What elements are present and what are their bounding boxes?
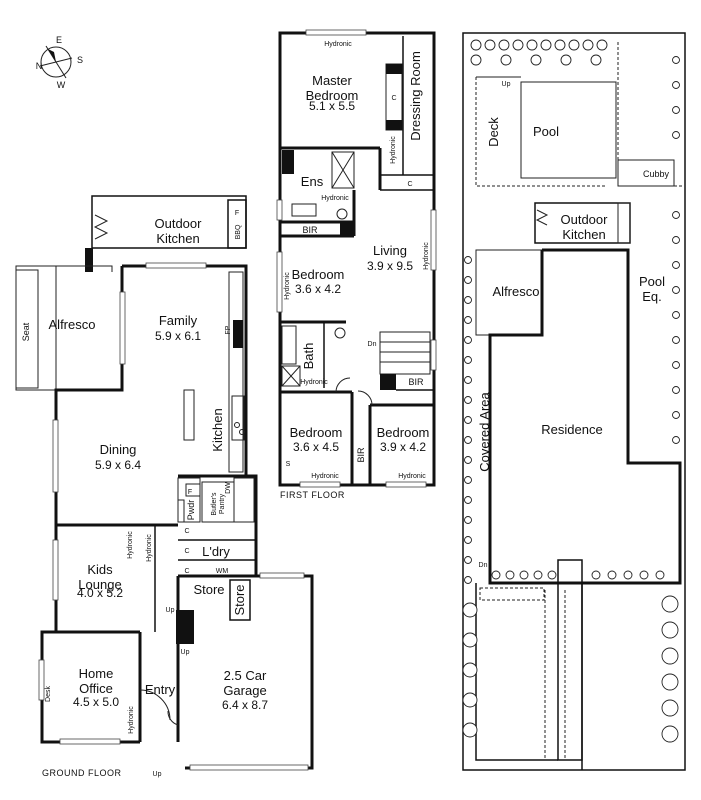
hydronic-bed-b: Hydronic [311,473,339,480]
cupboard-c-label: C [184,568,189,575]
store-a-label: Store [193,582,224,597]
hydronic-kids-b: Hydronic [146,534,153,562]
large-trees-front-left [462,602,478,738]
ff-cupboard-a: C [391,95,396,102]
deck-label: Deck [486,117,501,147]
first-floor-label: FIRST FLOOR [280,490,345,500]
desk-label: Desk [45,686,52,702]
ff-cupboard-b: C [407,181,412,188]
bbq-label: BBQ [235,224,242,239]
bedroom-a-name: Bedroom [292,267,345,282]
hydronic-bath: Hydronic [300,379,328,386]
store-b-label: Store [232,584,247,615]
seat-label: Seat [21,322,31,341]
laundry-label: L'dry [202,544,230,559]
family-room-dim: 5.9 x 6.1 [155,329,201,343]
bath-label: Bath [301,343,316,370]
tree-hedge-right [672,56,680,444]
bedroom-b-name: Bedroom [290,425,343,440]
pantry-fridge-label: F [188,489,192,496]
tree-hedge-top [470,39,608,66]
compass-n-label: N [36,61,43,71]
home-office-dim: 4.5 x 5.0 [73,695,119,709]
covered-area-label: Covered Area [477,391,492,471]
kids-lounge-dim: 4.0 x 5.2 [77,586,123,600]
tree-hedge-left [464,256,472,584]
family-room-name: Family [159,313,198,328]
kitchen-label: Kitchen [210,408,225,451]
hydronic-dressing: Hydronic [390,136,397,164]
bedroom-b-dim: 3.6 x 4.5 [293,440,339,454]
outdoor-fridge-label: F [235,210,239,217]
site-alfresco-label: Alfresco [493,284,540,299]
up-a-label: Up [166,607,175,614]
compass-w-label: W [57,80,66,90]
hydronic-kids-a: Hydronic [127,531,134,559]
hydronic-top: Hydronic [324,41,352,48]
living-name: Living [373,243,407,258]
alfresco-label: Alfresco [49,317,96,332]
dining-room-dim: 5.9 x 6.4 [95,458,141,472]
bedroom-a-dim: 3.6 x 4.2 [295,282,341,296]
compass-e-label: E [56,35,62,45]
hydronic-bed-c: Hydronic [398,473,426,480]
dw-label: DW [225,482,232,494]
bir-c-label: BIR [356,447,366,463]
hydronic-living: Hydronic [423,242,430,270]
bir-b-label: BIR [408,377,424,387]
pwdr-label: Pwdr [186,500,196,521]
dressing-room-label: Dressing Room [408,51,423,141]
ground-floor-label: GROUND FLOOR [42,768,122,778]
compass-s-label: S [77,55,83,65]
residence-label: Residence [541,422,602,437]
butlers-pantry-label: Butler'sPantry [211,492,226,516]
entry-label: Entry [145,682,176,697]
s-label: S [286,461,291,468]
cubby-label: Cubby [643,169,670,179]
compass-rose: N E S W [36,35,83,90]
cupboard-b-label: C [184,548,189,555]
ensuite-label: Ens [301,174,324,189]
site-up-label: Up [502,81,511,88]
fp-label: FP [225,325,232,334]
up-b-label: Up [181,649,190,656]
garage-dim: 6.4 x 8.7 [222,698,268,712]
living-dim: 3.9 x 9.5 [367,259,413,273]
cupboard-a-label: C [184,528,189,535]
bedroom-c-name: Bedroom [377,425,430,440]
large-trees-front-right [661,595,679,743]
bir-a-label: BIR [302,225,318,235]
master-bedroom-dim: 5.1 x 5.5 [309,99,355,113]
hydronic-ens: Hydronic [321,195,349,202]
dining-room-name: Dining [100,442,137,457]
pool-label: Pool [533,124,559,139]
hydronic-bed-a: Hydronic [284,272,291,300]
dn-stair-label: Dn [368,341,377,348]
wm-label: WM [216,568,229,575]
tree-row-front [491,570,665,580]
up-c-label: Up [153,771,162,778]
site-dn-label: Dn [479,562,488,569]
bedroom-c-dim: 3.9 x 4.2 [380,440,426,454]
hydronic-office: Hydronic [128,706,135,734]
